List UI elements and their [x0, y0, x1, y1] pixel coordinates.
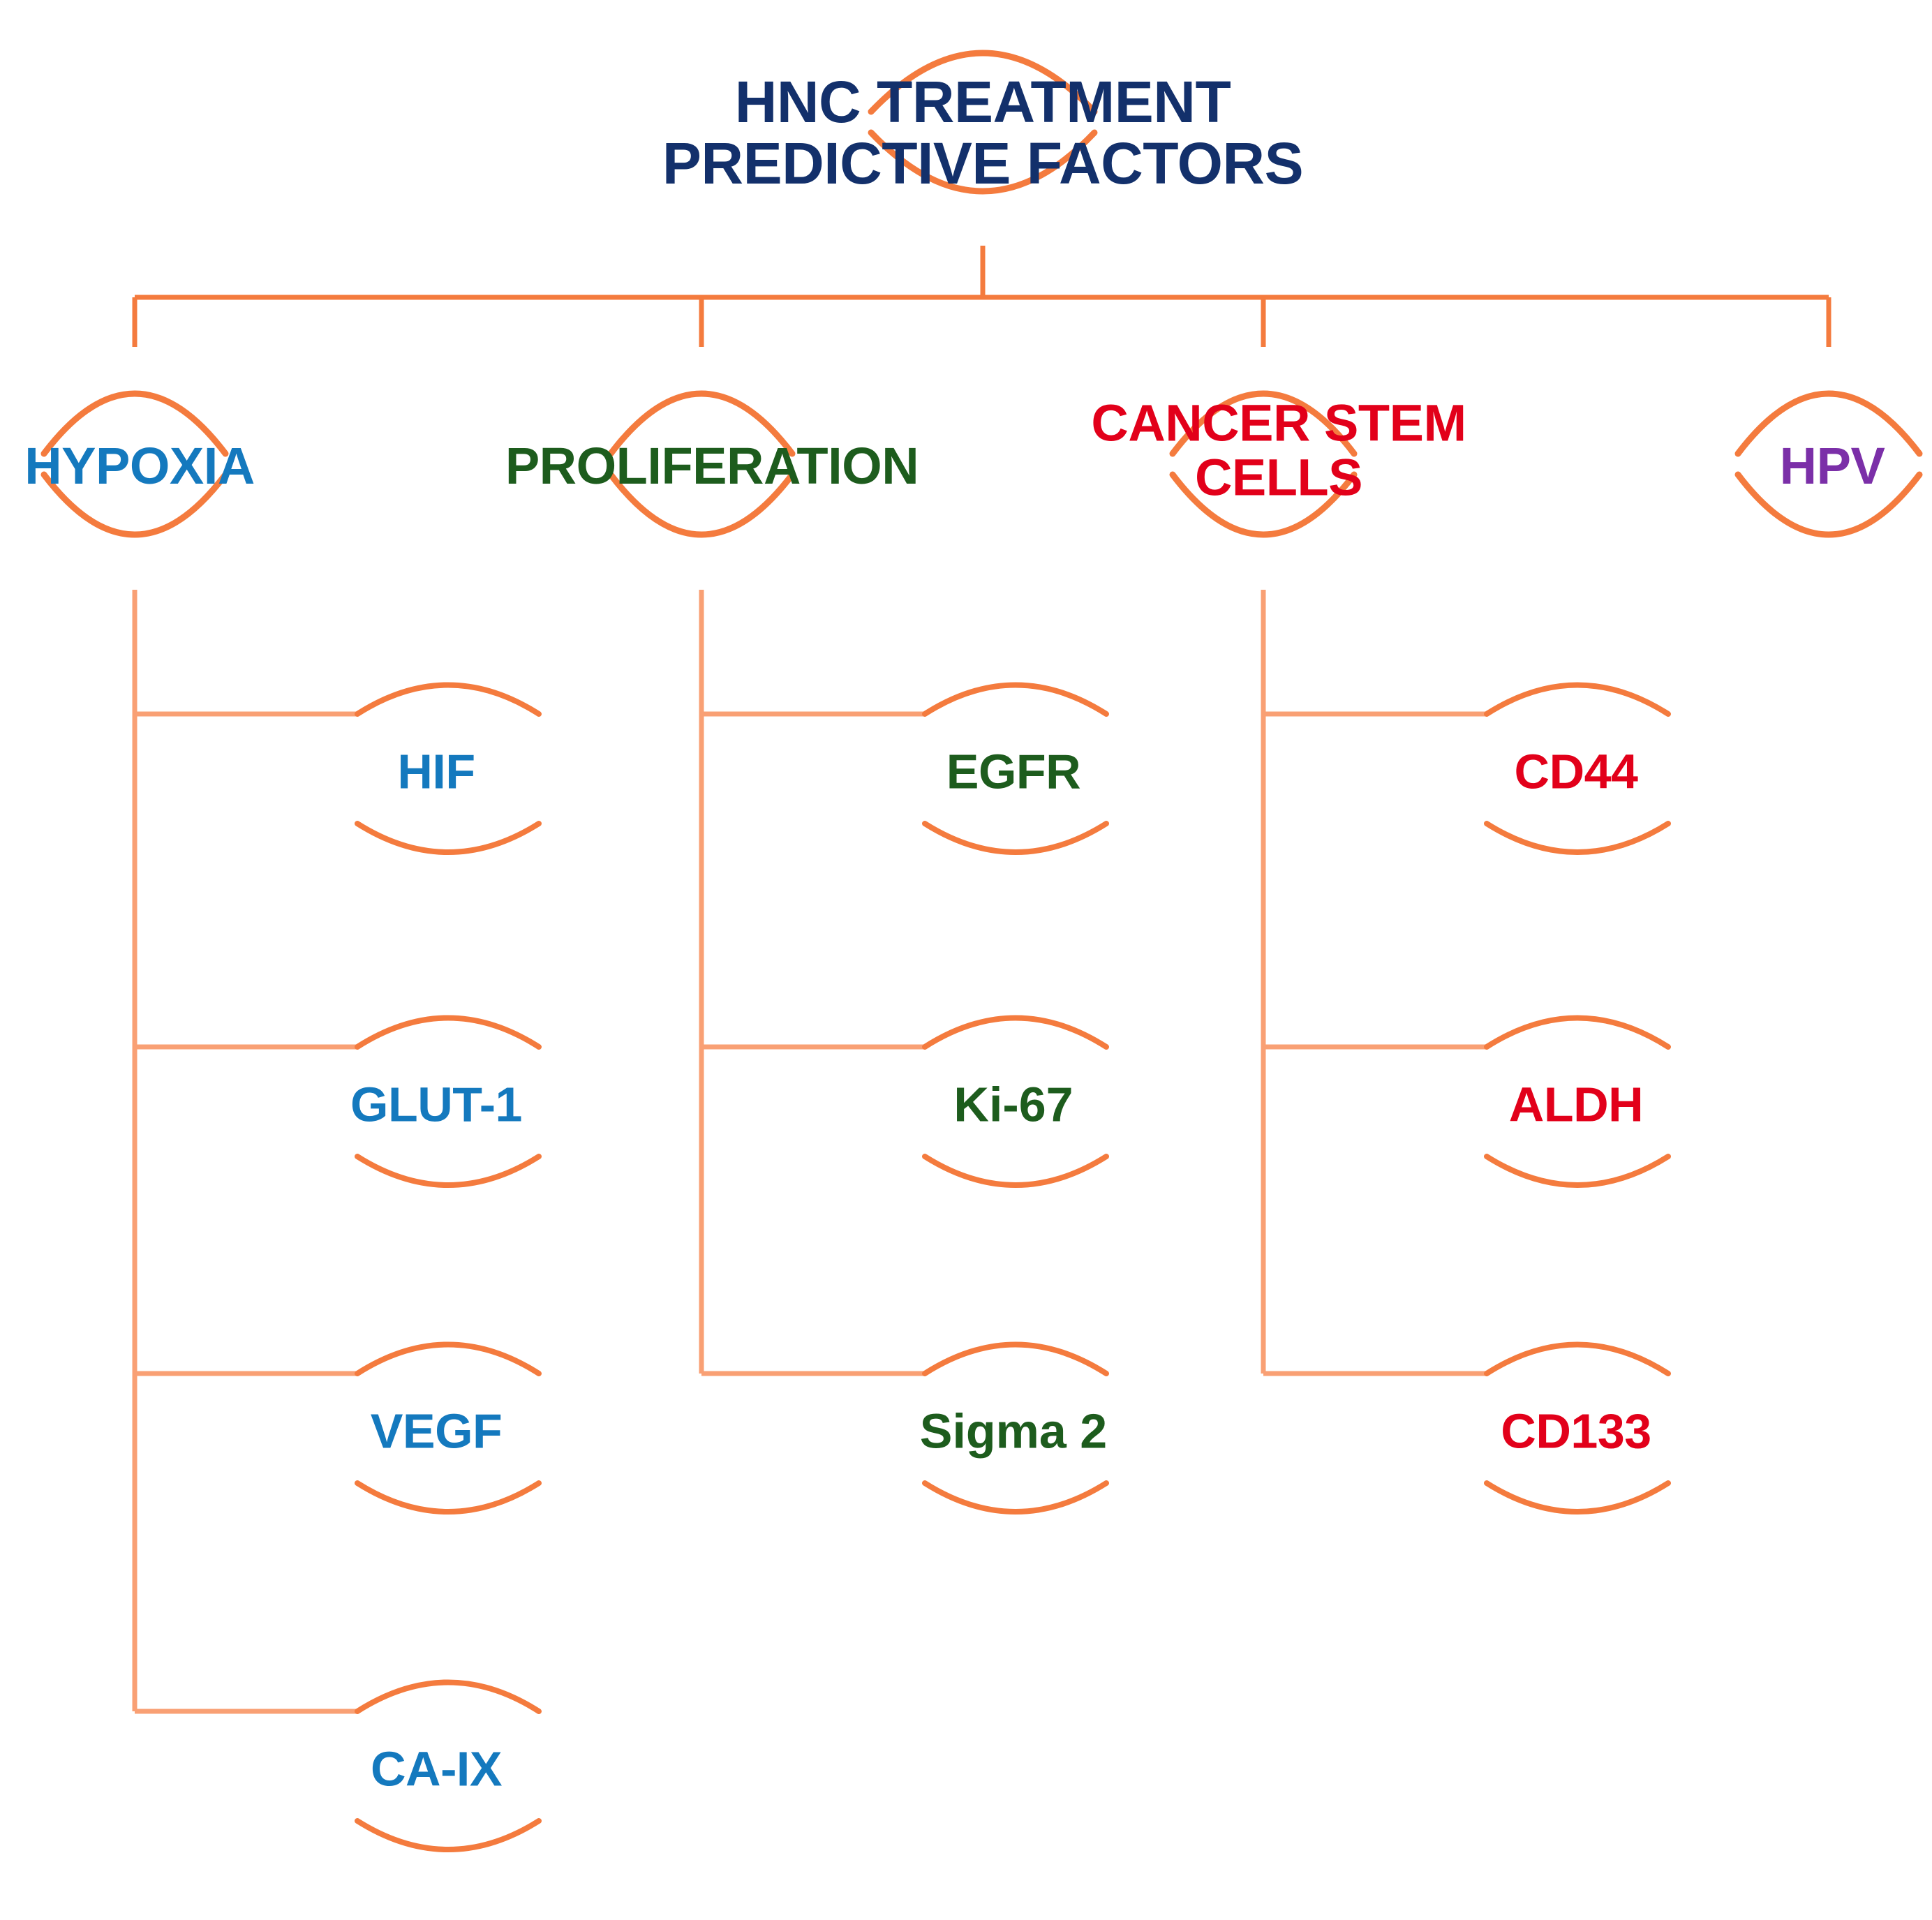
glut1-top-arc	[355, 1015, 542, 1050]
node-label-glut-1: GLUT-1	[350, 1077, 522, 1132]
sigma2-top-arc	[922, 1341, 1109, 1376]
proliferation-top-arc	[607, 390, 796, 457]
cd133-bottom-arc	[1484, 1480, 1671, 1515]
hypoxia-bottom-arc	[40, 471, 229, 538]
hypoxia-top-arc	[40, 390, 229, 457]
egfr-bottom-arc	[922, 821, 1109, 855]
aldh-bottom-arc	[1484, 1154, 1671, 1188]
node-label-ca-ix: CA-IX	[370, 1741, 503, 1796]
hif-top-arc	[355, 682, 542, 717]
cd44-top-arc	[1484, 682, 1671, 717]
node-label-egfr: EGFR	[946, 744, 1081, 799]
node-label-ki-67: Ki-67	[953, 1077, 1073, 1132]
node-label-vegf: VEGF	[370, 1404, 503, 1459]
vegf-top-arc	[355, 1341, 542, 1376]
ki67-bottom-arc	[922, 1154, 1109, 1188]
hpv-bottom-arc	[1734, 471, 1923, 538]
node-label-sigma-2: Sigma 2	[919, 1404, 1108, 1459]
glut1-bottom-arc	[355, 1154, 542, 1188]
csc-bottom-arc	[1169, 471, 1358, 538]
ki67-top-arc	[922, 1015, 1109, 1050]
vegf-bottom-arc	[355, 1480, 542, 1515]
sigma2-bottom-arc	[922, 1480, 1109, 1515]
aldh-top-arc	[1484, 1015, 1671, 1050]
caix-top-arc	[355, 1679, 542, 1714]
node-label-aldh: ALDH	[1508, 1077, 1644, 1132]
caix-bottom-arc	[355, 1818, 542, 1852]
hif-bottom-arc	[355, 821, 542, 855]
csc-top-arc	[1169, 390, 1358, 457]
root-node-label: HNC TREATMENT PREDICTIVE FACTORS	[662, 68, 1304, 196]
branch-label-hypoxia: HYPOXIA	[24, 437, 255, 496]
cd133-top-arc	[1484, 1341, 1671, 1376]
proliferation-bottom-arc	[607, 471, 796, 538]
egfr-top-arc	[922, 682, 1109, 717]
node-label-cd44: CD44	[1514, 744, 1638, 799]
root-bottom-arc	[868, 129, 1098, 195]
hpv-top-arc	[1734, 390, 1923, 457]
branch-label-hpv: HPV	[1779, 437, 1885, 496]
node-label-cd133: CD133	[1501, 1404, 1651, 1459]
branch-label-cancer-stem-cells: CANCER STEM CELLS	[1091, 394, 1466, 506]
cd44-bottom-arc	[1484, 821, 1671, 855]
root-top-arc	[868, 50, 1098, 115]
branch-label-proliferation: PROLIFERATION	[505, 437, 919, 496]
node-label-hif: HIF	[397, 744, 475, 799]
